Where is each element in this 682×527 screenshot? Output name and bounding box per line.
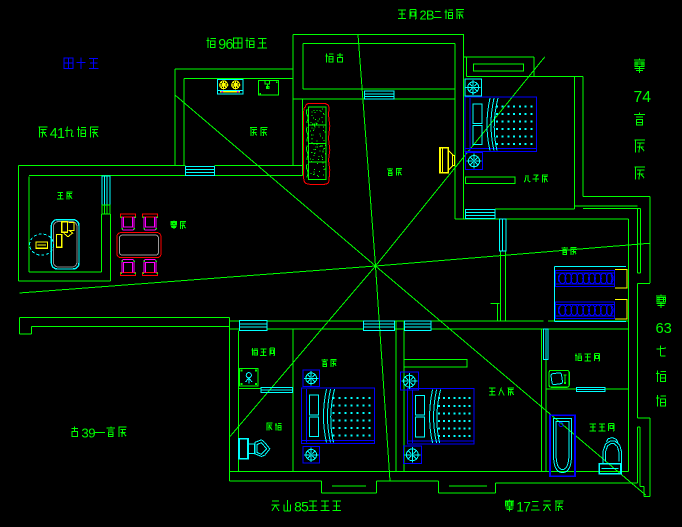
- svg-text:9: 9: [88, 425, 95, 440]
- svg-text:63: 63: [656, 321, 672, 337]
- svg-text:5: 5: [301, 499, 309, 514]
- svg-text:1: 1: [57, 126, 65, 142]
- svg-text:B: B: [426, 8, 434, 22]
- svg-text:74: 74: [634, 89, 652, 106]
- svg-text:7: 7: [523, 499, 531, 514]
- svg-text:6: 6: [226, 37, 234, 53]
